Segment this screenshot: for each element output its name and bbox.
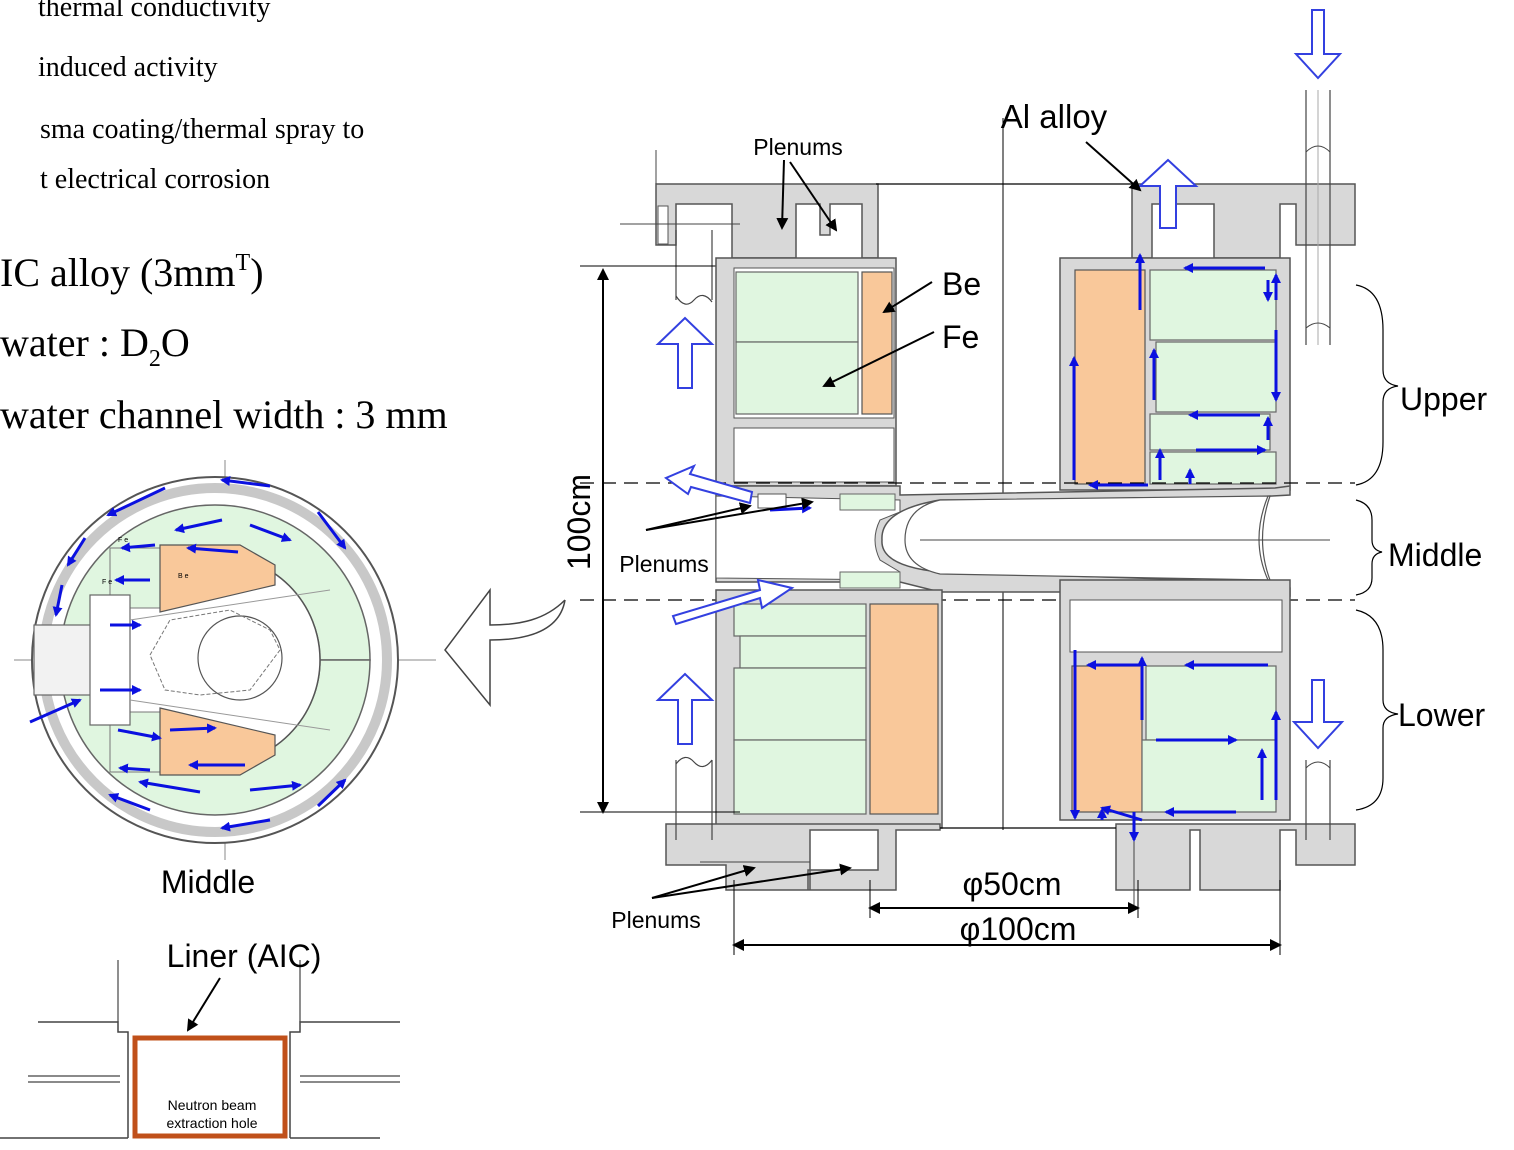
label-phi100: φ100cm <box>960 911 1077 947</box>
label-height-100cm: 100cm <box>561 474 597 570</box>
liner-box <box>132 1035 288 1139</box>
main-labels: Al alloy Plenums Be Fe 100cm Plenums Upp… <box>561 98 1488 947</box>
label-fe: Fe <box>942 319 979 355</box>
label-lower: Lower <box>1398 697 1486 733</box>
label-plenums-top: Plenums <box>753 134 842 160</box>
hole-label-1: Neutron beam <box>168 1097 257 1113</box>
label-middle: Middle <box>1388 537 1482 573</box>
text-thermal-conductivity: thermal conductivity <box>38 0 271 23</box>
label-upper: Upper <box>1400 381 1488 417</box>
text-plasma-coating: sma coating/thermal spray to <box>40 114 364 145</box>
liner-detail: Neutron beam extraction hole Liner (AIC) <box>0 938 400 1139</box>
text-channel-width: water channel width : 3 mm <box>0 392 448 437</box>
flow-arrows-section <box>29 476 347 832</box>
pointer-arrow <box>444 587 566 708</box>
label-plenums-middle: Plenums <box>619 551 708 577</box>
flow-arrows-main <box>769 253 1281 842</box>
label-phi50: φ50cm <box>963 866 1062 902</box>
liner-label: Liner (AIC) <box>167 938 322 974</box>
small-fe-label-2: F e <box>102 579 112 586</box>
small-be-label: B e <box>178 573 189 580</box>
hole-label-2: extraction hole <box>166 1115 257 1131</box>
main-cross-section: Al alloy Plenums Be Fe 100cm Plenums Upp… <box>561 9 1488 955</box>
text-aic-alloy: IC alloy (3mmT) <box>0 250 264 295</box>
label-plenums-bottom: Plenums <box>611 907 700 933</box>
label-be: Be <box>942 266 981 302</box>
text-induced-activity: induced activity <box>38 52 218 83</box>
section-title-middle: Middle <box>161 864 255 900</box>
label-al-alloy: Al alloy <box>1001 98 1108 135</box>
middle-section-view: F e F e B e Middle <box>14 460 436 900</box>
text-electrical-corrosion: t electrical corrosion <box>40 164 270 195</box>
text-water: water : D2O <box>0 320 190 372</box>
spec-text: thermal conductivity induced activity sm… <box>0 0 448 437</box>
small-fe-label: F e <box>118 537 128 544</box>
hollow-flow-arrows <box>655 9 1345 750</box>
leader-lines <box>645 141 1142 899</box>
